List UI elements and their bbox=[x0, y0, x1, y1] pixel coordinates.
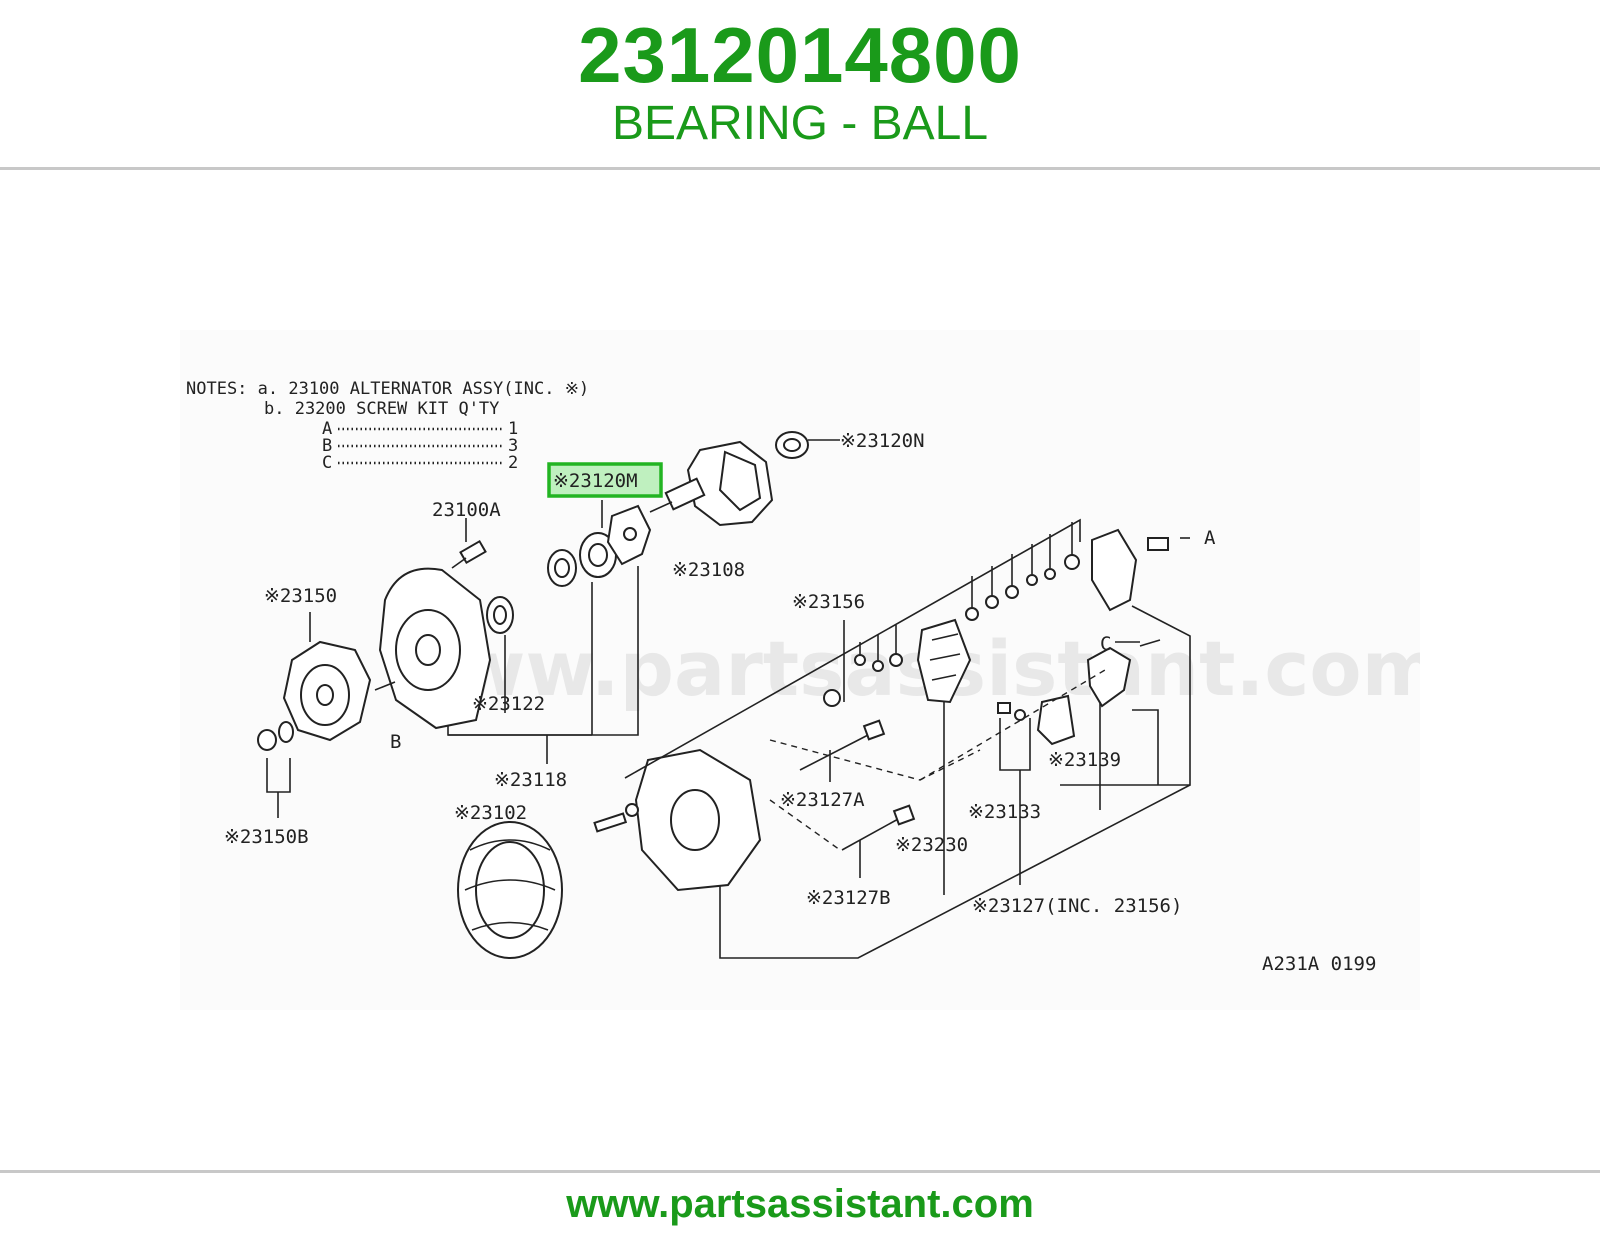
label-23127A[interactable]: ※23127A bbox=[780, 789, 865, 811]
ring-23122 bbox=[486, 596, 514, 634]
note-line-a: NOTES: a. 23100 ALTERNATOR ASSY(INC. ※) bbox=[186, 379, 589, 399]
label-23133[interactable]: ※23133 bbox=[968, 801, 1041, 823]
qty-value-a: 1 bbox=[508, 419, 518, 439]
qty-value-c: 2 bbox=[508, 453, 518, 473]
spring-23133 bbox=[997, 702, 1026, 721]
brush-holder-23139 bbox=[1036, 694, 1076, 746]
seal-ring bbox=[547, 549, 577, 587]
label-23139[interactable]: ※23139 bbox=[1048, 749, 1121, 771]
highlight-box bbox=[547, 462, 663, 498]
terminal-bracket-a bbox=[1091, 528, 1169, 612]
through-bolt-23127B bbox=[841, 804, 916, 851]
label-a: A bbox=[1204, 527, 1216, 549]
part-number-title: 2312014800 bbox=[578, 11, 1022, 99]
bolt-small bbox=[593, 803, 639, 833]
footer-site-link[interactable]: www.partsassistant.com bbox=[566, 1182, 1034, 1226]
bolt-23100A bbox=[451, 539, 487, 569]
label-23120N[interactable]: ※23120N bbox=[840, 430, 925, 452]
rotor-23108 bbox=[649, 440, 774, 527]
screw-c bbox=[1139, 639, 1161, 647]
nut-23150B bbox=[257, 721, 294, 751]
label-c: C bbox=[1100, 633, 1111, 655]
through-bolt-23127A bbox=[799, 719, 886, 771]
shaft-bolt-b bbox=[374, 681, 396, 691]
washers-top-row bbox=[965, 554, 1080, 621]
label-b: B bbox=[390, 731, 401, 753]
regulator-23230 bbox=[916, 618, 972, 704]
label-23100A[interactable]: 23100A bbox=[432, 499, 501, 521]
hidden-lines bbox=[769, 669, 1106, 851]
bearing-23120N bbox=[775, 431, 809, 459]
rear-housing bbox=[634, 748, 762, 892]
label-23120M[interactable]: ※23120M bbox=[553, 470, 638, 492]
qty-value-b: 3 bbox=[508, 436, 518, 456]
footer-divider bbox=[0, 1170, 1600, 1173]
washers-23156 bbox=[823, 653, 903, 707]
note-line-b: b. 23200 SCREW KIT Q'TY bbox=[264, 399, 499, 419]
qty-key-b: B bbox=[322, 436, 332, 456]
header: 2312014800 BEARING - BALL bbox=[0, 0, 1600, 168]
bearing-23120M bbox=[579, 532, 617, 578]
label-23230[interactable]: ※23230 bbox=[895, 834, 968, 856]
retainer-plate bbox=[606, 504, 652, 566]
diagram-code: A231A 0199 bbox=[1262, 953, 1376, 975]
parts-diagram: www.partsassistant.com NOTES: a. 23100 A… bbox=[180, 330, 1420, 1010]
stator-23102 bbox=[457, 821, 563, 959]
leader-lines bbox=[266, 518, 1191, 959]
watermark: www.partsassistant.com bbox=[385, 624, 1420, 713]
front-housing bbox=[378, 567, 492, 730]
label-23150[interactable]: ※23150 bbox=[264, 585, 337, 607]
label-23108[interactable]: ※23108 bbox=[672, 559, 745, 581]
header-divider bbox=[0, 167, 1600, 170]
label-23156[interactable]: ※23156 bbox=[792, 591, 865, 613]
label-23102[interactable]: ※23102 bbox=[454, 802, 527, 824]
label-23150B[interactable]: ※23150B bbox=[224, 826, 309, 848]
label-23122[interactable]: ※23122 bbox=[472, 693, 545, 715]
qty-key-c: C bbox=[322, 453, 332, 473]
plate-c bbox=[1086, 646, 1132, 708]
label-23118[interactable]: ※23118 bbox=[494, 769, 567, 791]
label-23127[interactable]: ※23127(INC. 23156) bbox=[972, 895, 1182, 917]
pulley-23150 bbox=[282, 640, 372, 742]
label-23127B[interactable]: ※23127B bbox=[806, 887, 891, 909]
part-description: BEARING - BALL bbox=[611, 97, 989, 150]
qty-key-a: A bbox=[322, 419, 332, 439]
